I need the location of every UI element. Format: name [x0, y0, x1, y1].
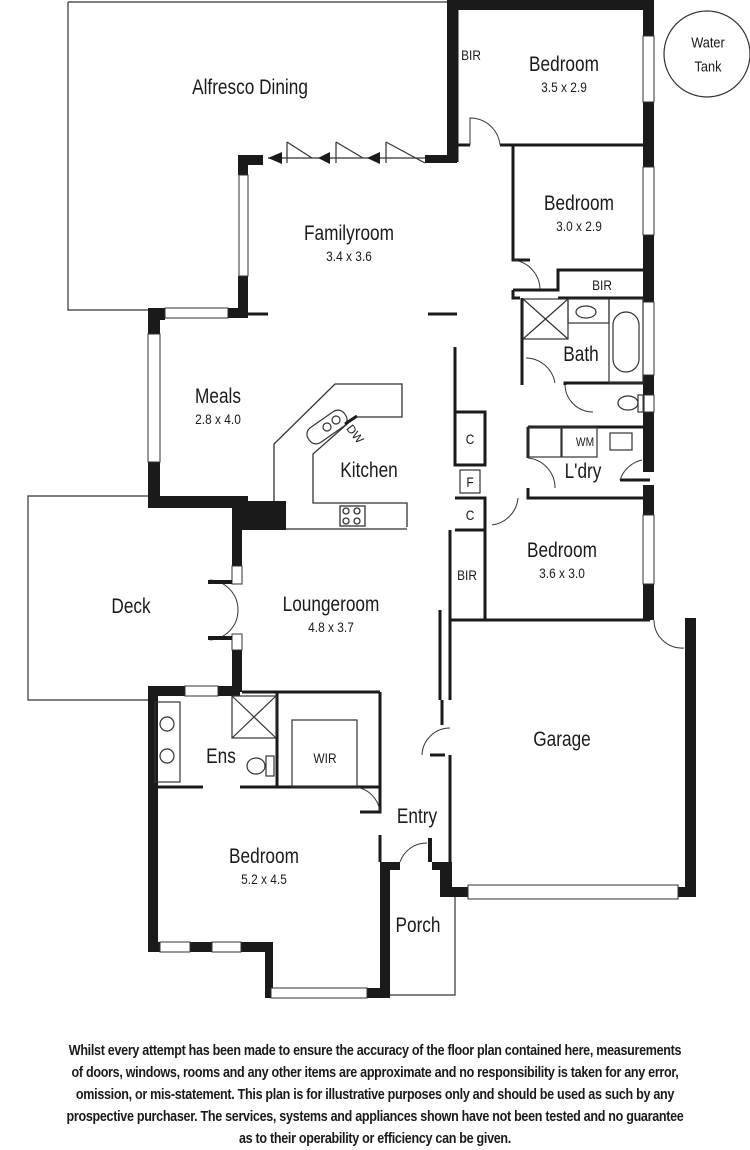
water-tank-label-1: Water	[691, 34, 725, 52]
cupboard-label-1: C	[465, 431, 475, 447]
kitchen-bench	[273, 383, 408, 530]
water-tank-label-2: Tank	[694, 58, 722, 76]
bifold-doors	[268, 141, 426, 164]
bathroom-fixtures	[154, 298, 645, 788]
wir-shelf	[291, 719, 358, 788]
alfresco-outline	[67, 1, 448, 311]
disclaimer: Whilst every attempt has been made to en…	[0, 1040, 750, 1150]
room-label-entry: Entry	[396, 805, 438, 828]
trough-icon	[609, 432, 633, 451]
room-label-alfresco: Alfresco Dining	[192, 76, 308, 99]
room-label-laundry: L'dry	[564, 460, 602, 483]
dishwasher-line	[344, 414, 358, 426]
cooktop-icon	[339, 505, 366, 527]
floor-plan	[27, 0, 750, 999]
room-label-kitchen: Kitchen	[340, 459, 398, 482]
room-label-wir: WIR	[313, 750, 337, 766]
room-label-garage: Garage	[533, 728, 591, 751]
room-label-ensuite: Ens	[206, 745, 236, 768]
disclaimer-line: Whilst every attempt has been made to en…	[68, 1043, 682, 1059]
toilet-icon-2	[617, 395, 639, 411]
disclaimer-line: omission, or mis-statement. This plan is…	[75, 1087, 675, 1103]
door-swings	[209, 117, 685, 863]
shower-icon	[231, 695, 277, 739]
room-label-deck: Deck	[111, 595, 151, 618]
fridge-label: F	[466, 474, 474, 490]
washing-machine-label: WM	[575, 435, 595, 449]
bir-label-1: BIR	[461, 47, 481, 63]
room-label-porch: Porch	[395, 914, 441, 937]
disclaimer-line: prospective purchaser. The services, sys…	[66, 1109, 684, 1125]
fridge-box	[459, 469, 481, 494]
bir-label-3: BIR	[457, 567, 477, 583]
water-tank-circle	[663, 10, 750, 98]
porch-outline	[389, 895, 456, 996]
bathtub-icon	[612, 311, 640, 373]
bir-label-2: BIR	[592, 277, 612, 293]
disclaimer-line: of doors, windows, rooms and any other i…	[71, 1065, 679, 1081]
vanity-icon	[154, 701, 181, 783]
toilet-icon	[246, 757, 266, 775]
deck-outline	[27, 495, 150, 701]
windows	[147, 35, 679, 999]
cupboard-label-2: C	[465, 507, 475, 523]
room-label-bath: Bath	[563, 343, 599, 366]
sink-icon	[306, 409, 348, 445]
disclaimer-line: as to their operability or efficiency ca…	[238, 1131, 512, 1147]
